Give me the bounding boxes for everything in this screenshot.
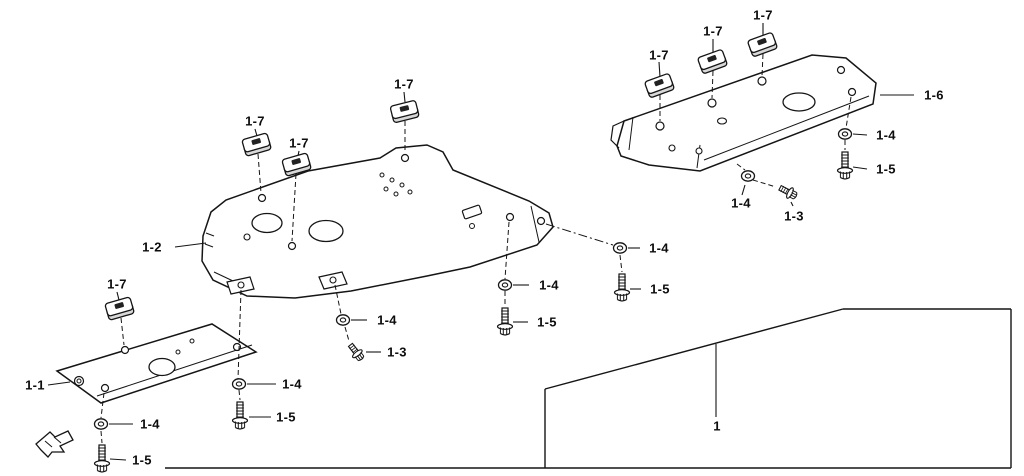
- callout-1-4: 1-4: [729, 195, 753, 211]
- callout-1-7: 1-7: [392, 76, 416, 92]
- callout-1-2: 1-2: [140, 239, 164, 255]
- callout-1-4: 1-4: [874, 127, 898, 143]
- washer: [93, 418, 109, 430]
- clip-nut: [643, 72, 676, 99]
- callout-1-4: 1-4: [375, 312, 399, 328]
- front-direction-arrow: [35, 430, 74, 458]
- callout-1-4: 1-4: [280, 376, 304, 392]
- clip-nut: [241, 132, 273, 157]
- callout-1-5: 1-5: [274, 409, 298, 425]
- rear-skid-plate: [610, 54, 877, 172]
- main-panel-outline: [165, 308, 1012, 469]
- callout-1-5: 1-5: [648, 281, 672, 297]
- callout-1-7: 1-7: [751, 7, 775, 23]
- flange-bolt: [93, 444, 111, 473]
- small-flange-bolt: [345, 340, 367, 364]
- clip-nut: [104, 296, 136, 321]
- callout-1-7: 1-7: [243, 113, 267, 129]
- clip-nut: [696, 48, 729, 75]
- callout-1-4: 1-4: [647, 240, 671, 256]
- washer: [612, 242, 628, 254]
- assembly-axis-lines: [100, 53, 852, 444]
- flange-bolt: [496, 307, 514, 336]
- callout-1-7: 1-7: [701, 23, 725, 39]
- washer: [497, 279, 513, 291]
- callout-1-6: 1-6: [922, 87, 946, 103]
- callout-1-4: 1-4: [138, 416, 162, 432]
- callout-1-7: 1-7: [105, 276, 129, 292]
- callout-1-5: 1-5: [535, 314, 559, 330]
- callout-1-5: 1-5: [130, 452, 154, 468]
- small-flange-bolt: [776, 182, 800, 203]
- clip-nut: [389, 99, 420, 124]
- callout-1-1: 1-1: [23, 377, 47, 393]
- callout-1-7: 1-7: [287, 135, 311, 151]
- callout-1-7: 1-7: [647, 47, 671, 63]
- flange-bolt: [613, 273, 631, 302]
- washer: [335, 314, 351, 326]
- front-skid-plate: [55, 323, 258, 404]
- assembly-chain-line: [545, 223, 614, 246]
- washer: [740, 170, 756, 182]
- center-skid-plate: [201, 144, 554, 299]
- callout-1-4: 1-4: [537, 277, 561, 293]
- leader-lines: [47, 23, 914, 461]
- callout-1-3: 1-3: [385, 344, 409, 360]
- callout-1-3: 1-3: [782, 208, 806, 224]
- callout-1-5: 1-5: [874, 161, 898, 177]
- flange-bolt: [231, 401, 249, 430]
- callout-1: 1: [711, 418, 723, 434]
- washer: [231, 378, 247, 390]
- flange-bolt: [836, 151, 854, 180]
- clip-nut: [746, 31, 779, 58]
- washer: [837, 128, 853, 140]
